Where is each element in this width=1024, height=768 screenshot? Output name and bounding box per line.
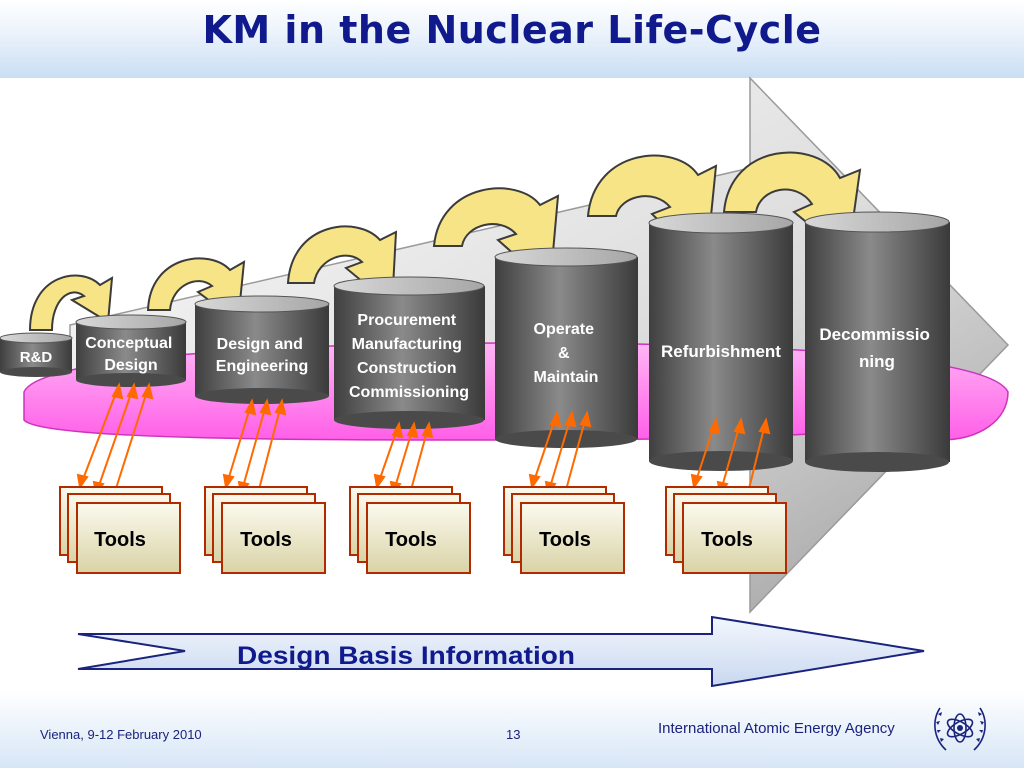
stage-label-design-engineering: Design and Engineering: [216, 336, 308, 375]
stage-label-procurement: Procurement Manufacturing Construction C…: [349, 312, 469, 401]
stage-label-refurbishment: Refurbishment: [661, 342, 781, 361]
footer-band: [0, 690, 1024, 768]
stage-refurbishment: [648, 212, 794, 471]
tools-stack: Tools: [665, 486, 787, 574]
stage-conceptual-design: [75, 314, 187, 387]
connector-arrow: [690, 417, 721, 490]
stage-procurement: [333, 276, 485, 429]
tools-label: Tools: [539, 529, 591, 551]
stage-design-engineering: [194, 295, 330, 404]
tools-stack: Tools: [349, 486, 471, 574]
design-basis-arrow: [77, 615, 925, 688]
page-number: 13: [506, 727, 521, 742]
tool-connectors: [76, 382, 771, 504]
stage-label-operate-maintain: Operate & Maintain: [534, 321, 599, 386]
tools-label: Tools: [240, 529, 292, 551]
tools-stack: Tools: [204, 486, 326, 574]
title-band: [0, 0, 1024, 78]
slide-title: KM in the Nuclear Life-Cycle: [202, 8, 822, 52]
tools-stack: Tools: [59, 486, 181, 574]
stage-decommissioning: [804, 211, 950, 472]
tools-stacks: Tools Tools Tools Tools: [59, 486, 787, 574]
connector-arrow: [92, 382, 139, 497]
stage-rnd: [0, 332, 73, 377]
tools-label: Tools: [94, 529, 146, 551]
reuse-label: Reuse: [316, 441, 376, 463]
transition-arrow: [28, 274, 114, 331]
stage-label-decommissioning: Decommissio ning: [819, 325, 934, 371]
agency-name: International Atomic Energy Agency: [658, 720, 895, 737]
iaea-logo-icon: [934, 707, 986, 751]
stage-labels: R&D Conceptual Design Design and Enginee…: [20, 312, 934, 401]
tools-stack: Tools: [503, 486, 625, 574]
tools-label: Tools: [385, 529, 437, 551]
tools-label: Tools: [701, 529, 753, 551]
connector-arrow: [373, 421, 404, 490]
connector-arrow: [222, 398, 257, 490]
stage-label-rnd: R&D: [20, 349, 53, 366]
footer-location-date: Vienna, 9-12 February 2010: [40, 727, 202, 742]
stage-cylinders: [0, 211, 950, 472]
design-basis-label: Design Basis Information: [237, 642, 575, 670]
connector-arrow: [76, 382, 124, 490]
stage-label-conceptual-design: Conceptual Design: [85, 335, 177, 374]
connector-arrow: [528, 410, 562, 490]
stage-operate-maintain: [494, 247, 638, 448]
